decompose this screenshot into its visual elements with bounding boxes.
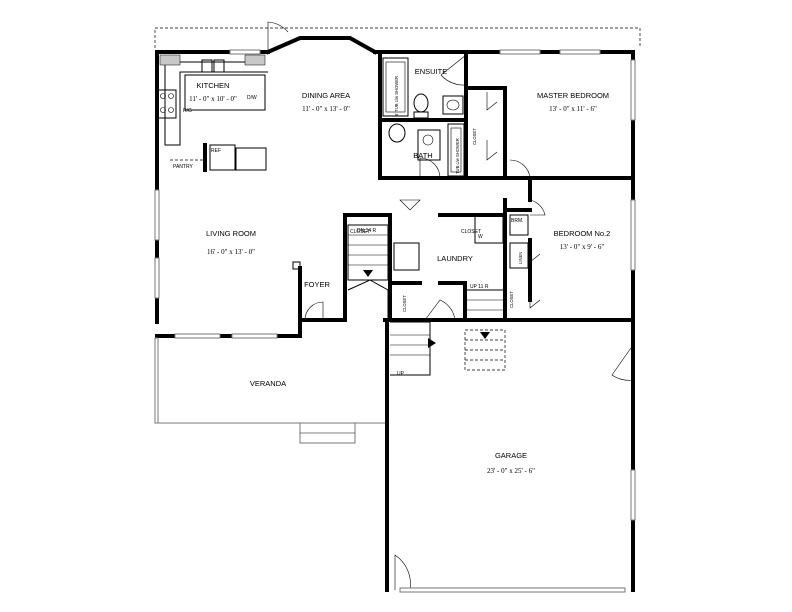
garage-label: GARAGE <box>495 451 527 460</box>
interior-walls <box>203 50 635 322</box>
foyer-label: FOYER <box>304 280 330 289</box>
ref-label: REF <box>211 148 221 154</box>
door-swings <box>267 21 634 591</box>
closet-label-hall: CLOSET <box>461 229 481 235</box>
brm-label: BRM. <box>511 218 524 224</box>
bedroom2-dims: 13' - 0" x 9' - 6" <box>560 243 605 251</box>
kitchen-dims: 11' - 0" x 10' - 0" <box>189 95 237 103</box>
roof-overhang-line <box>154 27 641 48</box>
veranda-label: VERANDA <box>250 379 286 388</box>
bedroom2-label: BEDROOM No.2 <box>554 229 611 238</box>
post <box>292 261 301 270</box>
closet-label-bed2: CLOSET <box>509 291 514 308</box>
closet-label-stair: CLOSET <box>402 295 407 312</box>
dining-dims: 11' - 0" x 13' - 0" <box>302 105 350 113</box>
tub-shower-label-2: TUB c/w SHOWER <box>455 138 460 174</box>
garage-dims: 23' - 0" x 25' - 6" <box>487 467 535 475</box>
rg-label: R/G <box>183 108 192 114</box>
washer-label: W <box>478 234 483 240</box>
dw-label: D/W <box>247 95 257 101</box>
dining-label: DINING AREA <box>302 91 350 100</box>
veranda-outline <box>154 337 385 444</box>
kitchen-counters <box>157 54 268 171</box>
pantry-label: PANTRY <box>173 164 193 170</box>
tub-shower-label-1: 5' TUB c/w SHOWER <box>394 76 399 116</box>
garage-door <box>399 587 626 593</box>
kitchen-label: KITCHEN <box>197 81 230 90</box>
laundry-label: LAUNDRY <box>437 254 473 263</box>
windows <box>154 49 636 521</box>
room-labels: KITCHEN 11' - 0" x 10' - 0" DINING AREA … <box>189 67 610 475</box>
living-room-label: LIVING ROOM <box>206 229 256 238</box>
stairs-up <box>464 289 506 371</box>
up-stairs-label: UP 11 R <box>470 284 489 290</box>
master-bedroom-dims: 13' - 0" x 11' - 6" <box>549 105 597 113</box>
ensuite-label: ENSUITE <box>415 67 448 76</box>
closet-label-laundry: CLOSET <box>350 229 370 235</box>
dn-stairs-label: DN 14 R <box>357 228 377 234</box>
bath-label: BATH <box>413 151 432 160</box>
linen-label: LINEN <box>518 252 523 264</box>
stairs-garage <box>390 321 436 376</box>
stairs-down <box>347 224 389 318</box>
fixture-labels: D/W R/G REF PANTRY CLOSET CLOSET W BRM. … <box>173 76 524 377</box>
master-bedroom-label: MASTER BEDROOM <box>537 91 609 100</box>
living-room-dims: 16' - 0" x 13' - 0" <box>207 248 255 256</box>
master-closets <box>486 92 541 309</box>
closet-label-master: CLOSET <box>472 128 477 145</box>
up-small-label: UP <box>397 371 405 377</box>
